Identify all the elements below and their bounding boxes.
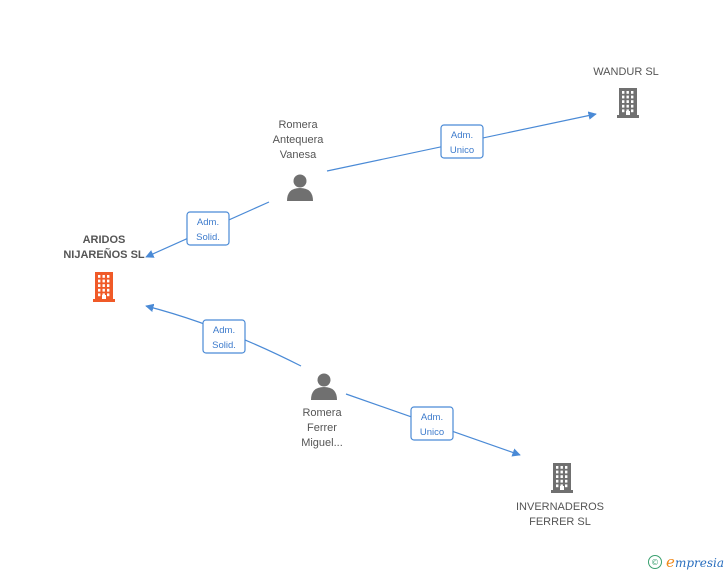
copyright-icon: © — [648, 555, 663, 569]
node-aridos[interactable]: ARIDOS NIJAREÑOS SL — [63, 234, 145, 302]
logo-letter-e: e — [666, 553, 675, 571]
node-label: INVERNADEROS — [516, 501, 604, 513]
edge-label[interactable]: Adm. Unico — [440, 124, 484, 159]
node-romera-ferrer[interactable]: RomeraFerrerMiguel... — [301, 373, 343, 450]
node-label: FERRER SL — [529, 516, 591, 528]
edge-romera_ferrer-to-invernaderos: Adm. Unico — [345, 393, 521, 457]
edge-romera_antequera-to-wandur: Adm. Unico — [326, 111, 597, 172]
node-label: Antequera — [273, 134, 325, 146]
edge-label-text: Solid. — [196, 232, 220, 243]
edge-label-text: Solid. — [212, 340, 236, 351]
node-wandur[interactable]: WANDUR SL — [593, 66, 659, 118]
building-icon — [93, 272, 115, 302]
building-icon — [551, 463, 573, 493]
edge-label-box — [440, 124, 484, 159]
edge-label-text: Unico — [450, 145, 474, 156]
building-icon — [617, 88, 639, 118]
empresia-footer[interactable]: © empresia — [648, 553, 724, 571]
logo-text: mpresia — [674, 556, 724, 570]
edge-label[interactable]: Adm. Unico — [410, 406, 454, 441]
empresia-logo: empresia — [666, 553, 724, 571]
node-label: Miguel... — [301, 437, 343, 449]
node-label: Ferrer — [307, 422, 337, 434]
edge-label-box — [186, 211, 230, 246]
person-icon — [287, 174, 313, 201]
edge-label[interactable]: Adm. Solid. — [186, 211, 230, 246]
edge-label[interactable]: Adm. Solid. — [202, 319, 246, 354]
edge-label-text: Adm. — [197, 217, 219, 228]
edge-label-box — [410, 406, 454, 441]
node-label: Romera — [278, 119, 318, 131]
node-label: WANDUR SL — [593, 66, 659, 78]
edge-romera_ferrer-to-aridos: Adm. Solid. — [145, 303, 302, 367]
nodes-layer: ARIDOS NIJAREÑOS SL WANDUR SL INVERNADEROS F… — [63, 66, 658, 528]
edge-label-box — [202, 319, 246, 354]
edge-romera_antequera-to-aridos: Adm. Solid. — [145, 201, 270, 258]
person-icon — [311, 373, 337, 400]
node-invernaderos[interactable]: INVERNADEROS FERRER SL — [516, 463, 604, 528]
edge-label-text: Adm. — [451, 130, 473, 141]
edge-label-text: Unico — [420, 427, 444, 438]
edge-label-text: Adm. — [213, 325, 235, 336]
node-label: ARIDOS — [83, 234, 126, 246]
node-label: NIJAREÑOS SL — [63, 248, 145, 261]
node-label: Vanesa — [280, 149, 317, 161]
node-label: Romera — [302, 407, 342, 419]
edge-label-text: Adm. — [421, 412, 443, 423]
